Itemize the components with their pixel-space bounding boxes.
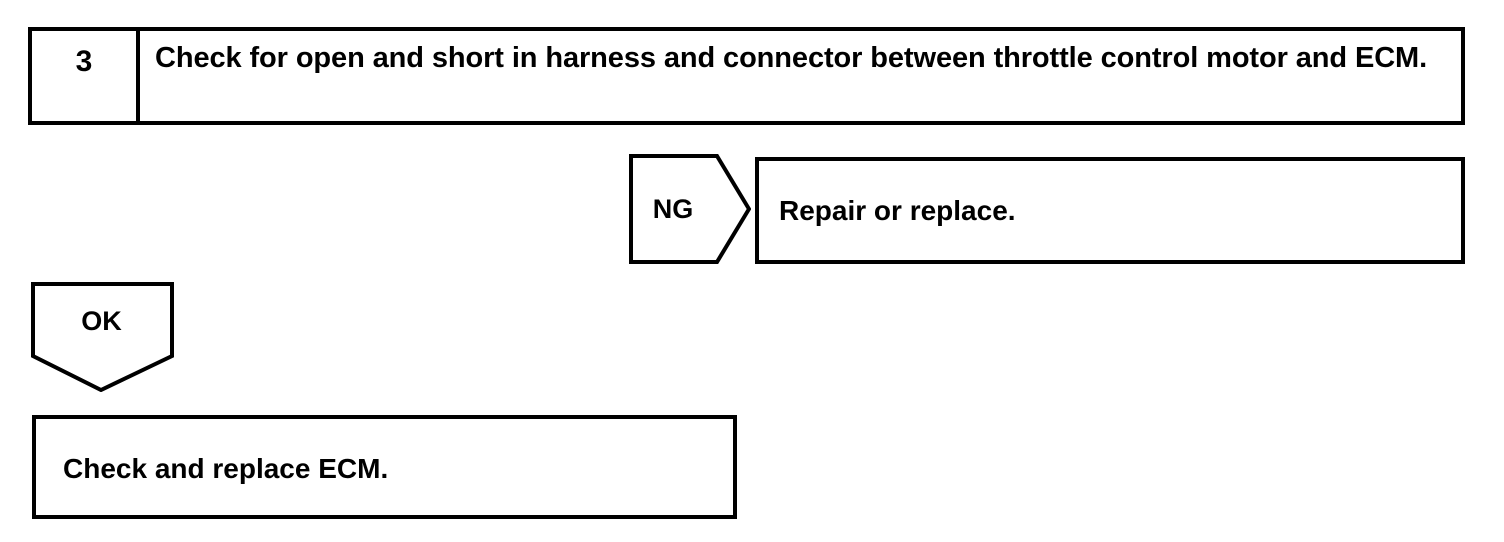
ok-branch-label: OK bbox=[81, 306, 122, 336]
check-and-replace-ecm-box: Check and replace ECM. bbox=[32, 415, 737, 519]
step-box: 3 Check for open and short in harness an… bbox=[28, 27, 1465, 125]
ok-arrow-shape bbox=[31, 282, 174, 392]
ng-arrow-shape bbox=[629, 154, 751, 264]
step-instruction-text: Check for open and short in harness and … bbox=[155, 42, 1428, 74]
check-and-replace-ecm-text: Check and replace ECM. bbox=[63, 453, 389, 484]
ng-branch-label: NG bbox=[652, 194, 694, 224]
step-number: 3 bbox=[75, 45, 93, 78]
repair-or-replace-box: Repair or replace. bbox=[755, 157, 1465, 264]
step-number-cell: 3 bbox=[32, 31, 140, 121]
repair-or-replace-text: Repair or replace. bbox=[779, 195, 1016, 226]
